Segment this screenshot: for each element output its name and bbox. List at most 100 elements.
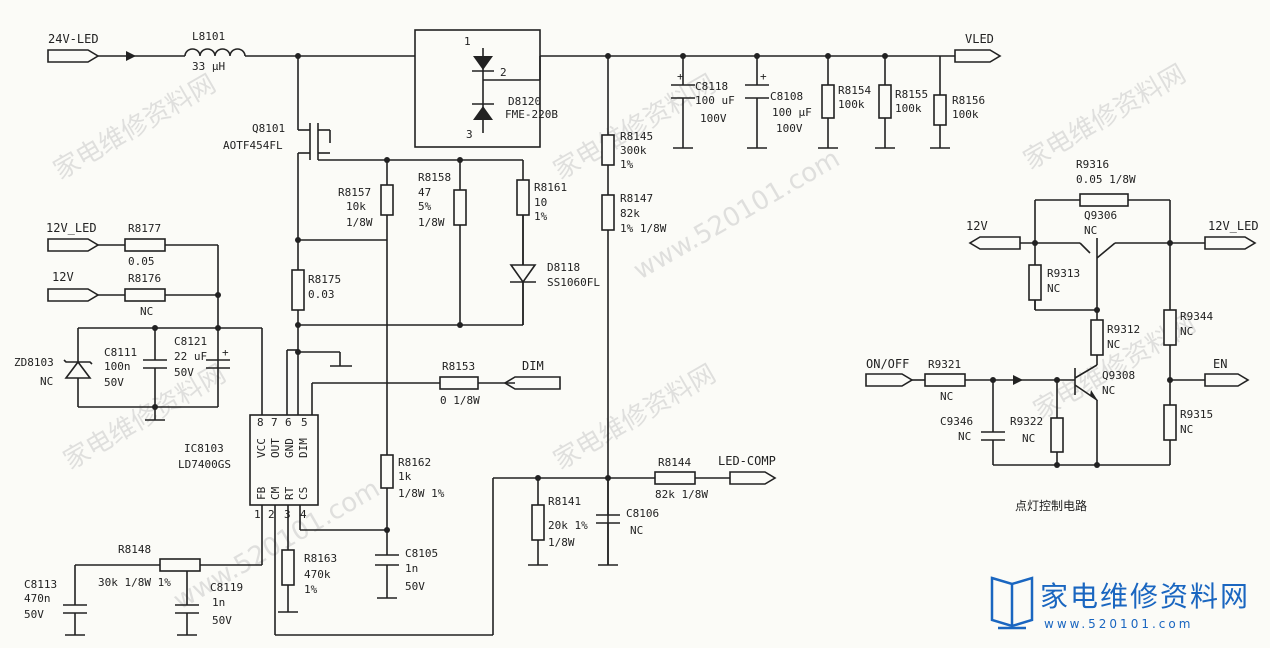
net-led-comp: LED-COMP bbox=[718, 454, 776, 468]
resistor-r9315: R9315 NC bbox=[1163, 404, 1213, 441]
resistor-r8177: R8177 0.05 bbox=[124, 222, 166, 268]
resistor-r8154: R8154 100k bbox=[821, 84, 871, 119]
svg-text:100V: 100V bbox=[700, 112, 727, 125]
resistor-r8153: R8153 0 1/8W bbox=[439, 360, 480, 407]
ic-pin-cs: CS bbox=[297, 487, 310, 500]
ic-pin-num-4: 4 bbox=[300, 508, 307, 521]
net-r-12v-led: 12V_LED bbox=[1208, 219, 1259, 233]
ic-pin-num-5: 5 bbox=[301, 416, 308, 429]
svg-text:C8121: C8121 bbox=[174, 335, 207, 348]
svg-text:R8154: R8154 bbox=[838, 84, 871, 97]
svg-text:47: 47 bbox=[418, 186, 431, 199]
svg-text:R8175: R8175 bbox=[308, 273, 341, 286]
ic-pin-num-3: 3 bbox=[284, 508, 291, 521]
wires bbox=[65, 29, 955, 636]
svg-text:+: + bbox=[677, 70, 684, 83]
resistor-r9321: R9321 NC bbox=[924, 358, 966, 403]
junctions bbox=[152, 53, 1173, 568]
svg-text:C8105: C8105 bbox=[405, 547, 438, 560]
svg-text:0.03: 0.03 bbox=[308, 288, 335, 301]
svg-text:+: + bbox=[760, 70, 767, 83]
svg-text:NC: NC bbox=[1107, 338, 1120, 351]
mosfet-q8101: Q8101 AOTF454FL bbox=[223, 122, 285, 152]
svg-text:Q9308: Q9308 bbox=[1102, 369, 1135, 382]
svg-text:R9321: R9321 bbox=[928, 358, 961, 371]
logo-text: 家电维修资料网 bbox=[1040, 580, 1250, 613]
svg-text:R9313: R9313 bbox=[1047, 267, 1080, 280]
capacitor-c8113: C8113 470n 50V bbox=[24, 578, 87, 621]
svg-text:100n: 100n bbox=[104, 360, 131, 373]
ic-ld7400gs: 8 7 6 5 1 2 3 4 VCC OUT GND DIM FB CM RT… bbox=[178, 414, 319, 521]
svg-text:1%: 1% bbox=[534, 210, 548, 223]
svg-text:+: + bbox=[222, 346, 229, 359]
resistor-r8161: R8161 10 1% bbox=[516, 179, 567, 223]
svg-text:C8113: C8113 bbox=[24, 578, 57, 591]
svg-text:AOTF454FL: AOTF454FL bbox=[223, 139, 283, 152]
ic-pin-rt: RT bbox=[283, 486, 296, 500]
svg-text:NC: NC bbox=[40, 375, 53, 388]
svg-text:R8158: R8158 bbox=[418, 171, 451, 184]
resistor-r8148: R8148 30k 1/8W 1% bbox=[98, 543, 201, 589]
svg-text:R8153: R8153 bbox=[442, 360, 475, 373]
svg-text:1n: 1n bbox=[405, 562, 418, 575]
transistor-q9308: Q9308 NC bbox=[1090, 369, 1135, 401]
svg-text:C8118: C8118 bbox=[695, 80, 728, 93]
svg-text:50V: 50V bbox=[405, 580, 425, 593]
svg-text:Q8101: Q8101 bbox=[252, 122, 285, 135]
connector-vled bbox=[954, 49, 1002, 63]
svg-text:1%: 1% bbox=[304, 583, 318, 596]
svg-text:R8155: R8155 bbox=[895, 88, 928, 101]
resistor-r8155: R8155 100k bbox=[878, 84, 928, 119]
resistor-r8141: R8141 20k 1% 1/8W bbox=[531, 495, 588, 549]
svg-text:R8163: R8163 bbox=[304, 552, 337, 565]
svg-text:NC: NC bbox=[958, 430, 971, 443]
svg-text:50V: 50V bbox=[212, 614, 232, 627]
svg-text:C8119: C8119 bbox=[210, 581, 243, 594]
svg-text:NC: NC bbox=[1084, 224, 1097, 237]
svg-text:1% 1/8W: 1% 1/8W bbox=[620, 222, 667, 235]
net-en: EN bbox=[1213, 357, 1227, 371]
svg-text:R8162: R8162 bbox=[398, 456, 431, 469]
resistor-r8144: R8144 82k 1/8W bbox=[654, 456, 708, 501]
ic-pin-fb: FB bbox=[255, 486, 268, 500]
connector-12v-led bbox=[47, 238, 100, 252]
resistor-r9344: R9344 NC bbox=[1163, 309, 1213, 346]
resistor-r8157: R8157 10k 1/8W bbox=[338, 184, 394, 229]
svg-text:1/8W 1%: 1/8W 1% bbox=[398, 487, 445, 500]
svg-text:FME-220B: FME-220B bbox=[505, 108, 558, 121]
net-dim: DIM bbox=[522, 359, 544, 373]
svg-text:30k 1/8W 1%: 30k 1/8W 1% bbox=[98, 576, 171, 589]
ic-pin-gnd: GND bbox=[283, 438, 296, 458]
svg-text:D8118: D8118 bbox=[547, 261, 580, 274]
net-vled: VLED bbox=[965, 32, 994, 46]
svg-text:NC: NC bbox=[1180, 325, 1193, 338]
svg-text:R9316: R9316 bbox=[1076, 158, 1109, 171]
svg-text:R8176: R8176 bbox=[128, 272, 161, 285]
connectors: 24V-LED VLED 12V_LED 12V DIM LED-COMP 12… bbox=[46, 32, 1259, 485]
svg-text:R8156: R8156 bbox=[952, 94, 985, 107]
svg-text:D8120: D8120 bbox=[508, 95, 541, 108]
svg-text:LD7400GS: LD7400GS bbox=[178, 458, 231, 471]
resistor-r9312: R9312 NC bbox=[1090, 319, 1140, 356]
svg-text:50V: 50V bbox=[174, 366, 194, 379]
connector-r-12v bbox=[968, 236, 1021, 250]
net-24v-led: 24V-LED bbox=[48, 32, 99, 46]
ic-pin-num-2: 2 bbox=[268, 508, 275, 521]
svg-text:100k: 100k bbox=[952, 108, 979, 121]
svg-text:R8157: R8157 bbox=[338, 186, 371, 199]
resistor-r8158: R8158 47 5% 1/8W bbox=[418, 171, 467, 229]
svg-text:5%: 5% bbox=[418, 200, 432, 213]
net-on-off: ON/OFF bbox=[866, 357, 909, 371]
resistor-r8162: R8162 1k 1/8W 1% bbox=[380, 454, 445, 500]
wires-light-ctrl bbox=[912, 199, 1205, 466]
connector-r-12v-led bbox=[1204, 236, 1257, 250]
svg-text:1/8W: 1/8W bbox=[418, 216, 445, 229]
svg-text:300k: 300k bbox=[620, 144, 647, 157]
svg-text:50V: 50V bbox=[24, 608, 44, 621]
connector-24v-led bbox=[47, 49, 100, 63]
svg-text:L8101: L8101 bbox=[192, 30, 225, 43]
svg-text:0 1/8W: 0 1/8W bbox=[440, 394, 480, 407]
connector-on-off bbox=[865, 373, 914, 387]
svg-text:82k: 82k bbox=[620, 207, 640, 220]
watermark-url: www.520101.com bbox=[629, 144, 846, 286]
